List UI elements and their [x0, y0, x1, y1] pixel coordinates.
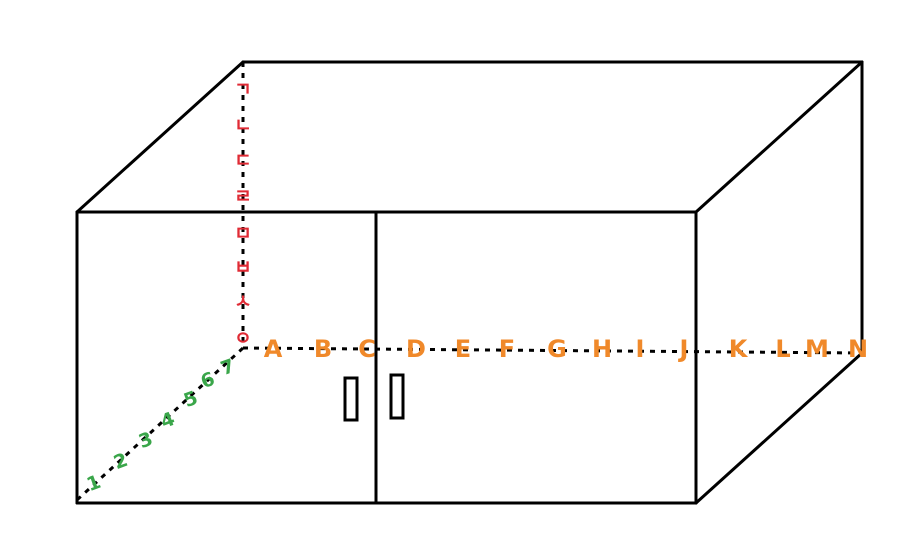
left-door-handle: [343, 376, 359, 422]
vertical-axis-label-3: ㄷ: [234, 150, 251, 172]
vertical-axis-label-2: ㄴ: [234, 115, 251, 137]
depth-axis-label-6: 6: [198, 368, 218, 393]
depth-axis-label-7: 7: [218, 355, 238, 380]
right-door-handle: [389, 373, 405, 420]
top-left-depth-edge: [75, 60, 245, 214]
x-axis-label-n: N: [848, 335, 868, 363]
x-axis-label-b: B: [314, 335, 332, 363]
vertical-axis-label-7: ㅅ: [234, 291, 251, 313]
x-axis-label-d: D: [406, 335, 426, 363]
x-axis-label-e: E: [455, 335, 471, 363]
x-axis-label-a: A: [264, 335, 283, 363]
depth-axis-line: [75, 346, 245, 502]
vertical-axis-label-5: ㅁ: [234, 223, 251, 245]
depth-axis-label-4: 4: [158, 408, 178, 433]
vertical-axis-label-1: ㄱ: [234, 79, 251, 101]
x-axis-label-h: H: [592, 335, 612, 363]
x-axis-label-g: G: [547, 335, 567, 363]
vertical-axis-label-4: ㄹ: [234, 186, 251, 208]
x-axis-label-m: M: [805, 335, 829, 363]
vertical-axis-label-6: ㅂ: [234, 257, 251, 279]
x-axis-label-f: F: [499, 335, 515, 363]
x-axis-label-j: J: [678, 335, 689, 363]
x-axis-line: [242, 346, 863, 355]
vertical-axis-label-8: ㅇ: [234, 328, 251, 350]
x-axis-label-i: I: [636, 335, 645, 363]
x-axis-label-c: C: [358, 335, 376, 363]
cabinet-outline: [75, 60, 864, 505]
bottom-right-depth-edge: [694, 351, 864, 505]
depth-axis-label-5: 5: [181, 387, 201, 412]
x-axis-label-l: L: [775, 335, 790, 363]
top-right-depth-edge: [694, 60, 864, 214]
x-axis-label-k: K: [729, 335, 749, 363]
